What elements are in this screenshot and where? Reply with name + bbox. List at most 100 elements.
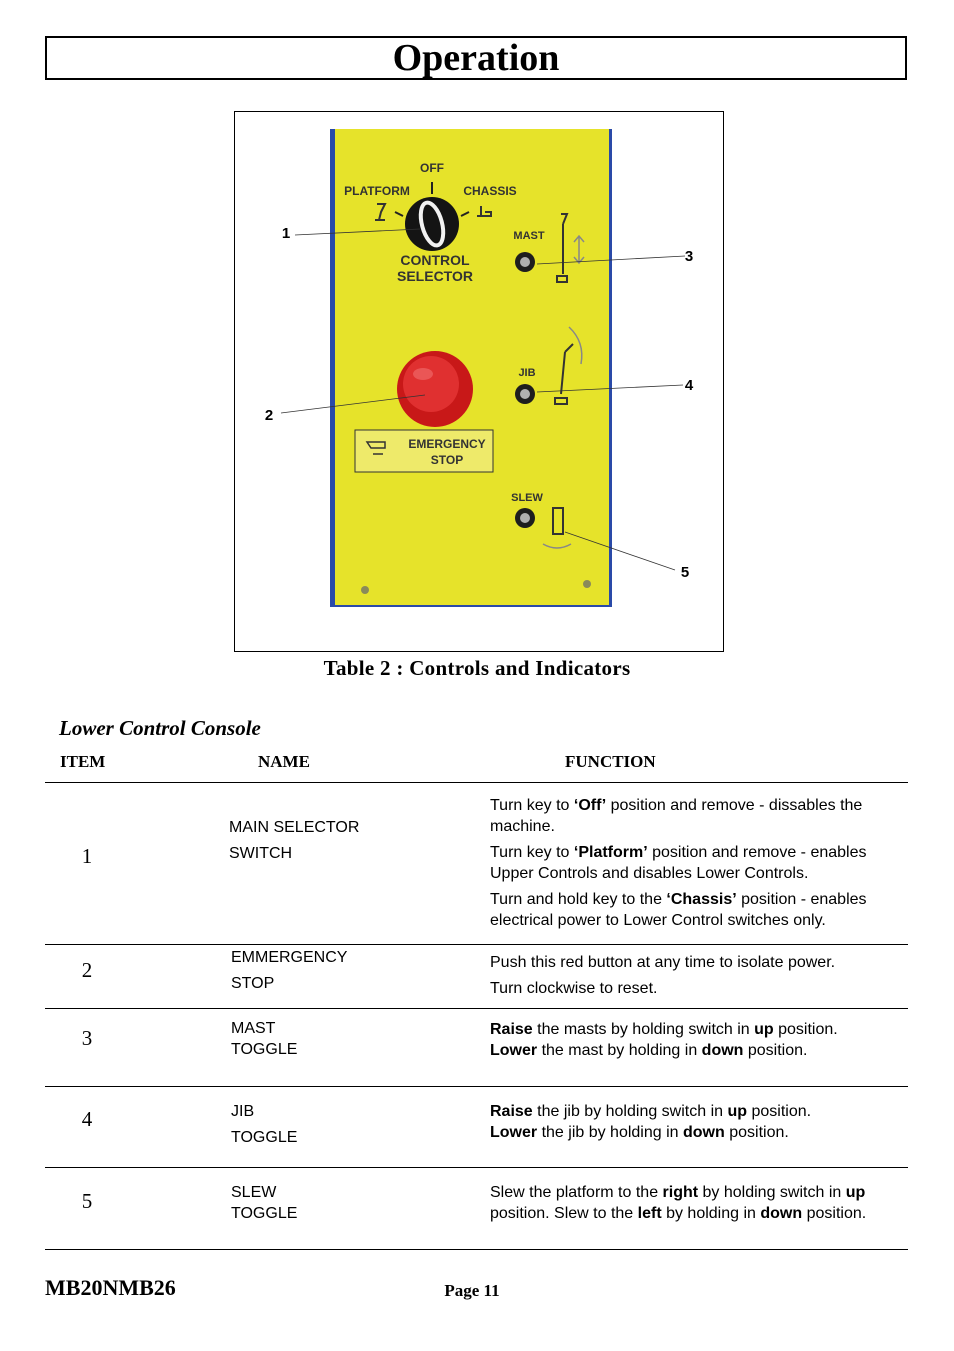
function-text: the masts by holding switch in — [532, 1021, 755, 1038]
item-name-line: JIB — [231, 1103, 255, 1120]
function-text: position. — [802, 1205, 867, 1222]
rotate-arrow-icon — [542, 543, 572, 549]
table-divider — [45, 1008, 908, 1009]
item-number: 5 — [81, 1189, 93, 1213]
jib-label: JIB — [518, 367, 535, 379]
table-divider — [45, 1167, 908, 1168]
slew-indicator-icon — [552, 507, 564, 535]
chassis-icon — [477, 206, 492, 217]
footer-page-number: Page 11 — [444, 1281, 500, 1300]
column-header-function: FUNCTION — [565, 752, 656, 771]
function-paragraph: Turn and hold key to the ‘Chassis’ posit… — [490, 889, 910, 931]
function-text: position and remove - enables Upper Cont… — [490, 844, 867, 882]
callout-line-1 — [294, 228, 421, 236]
item-function: Raise the jib by holding switch in up po… — [490, 1101, 850, 1148]
table-divider — [45, 944, 908, 945]
item-name-line: EMMERGENCY — [231, 949, 348, 966]
function-bold-text: down — [701, 1042, 744, 1059]
slew-toggle-switch — [515, 508, 535, 528]
item-name-line: TOGGLE — [231, 1041, 298, 1058]
function-text: by holding in — [661, 1205, 761, 1222]
updown-arrow-icon — [573, 234, 585, 265]
control-panel-figure: OFF PLATFORM CHASSIS CONTROL SELECTOR MA… — [234, 111, 724, 652]
emergency-stop-plate — [354, 429, 494, 473]
function-text: the jib by holding switch in — [532, 1103, 728, 1120]
callout-5: 5 — [681, 564, 689, 581]
function-bold-text: Lower — [490, 1124, 538, 1141]
page-title: Operation — [45, 36, 907, 80]
item-function: Slew the platform to the right by holdin… — [490, 1182, 880, 1229]
function-text: position. Slew to the — [490, 1205, 638, 1222]
table-divider — [45, 782, 908, 783]
function-text: position. — [743, 1042, 808, 1059]
function-paragraph: Turn clockwise to reset. — [490, 978, 910, 999]
function-paragraph: Raise the jib by holding switch in up po… — [490, 1101, 850, 1143]
function-paragraph: Raise the masts by holding switch in up … — [490, 1019, 850, 1061]
item-number: 2 — [81, 958, 93, 982]
mast-icon — [556, 213, 569, 283]
function-bold-text: Raise — [490, 1103, 533, 1120]
function-text: the mast by holding in — [537, 1042, 702, 1059]
footer-model: MB20NMB26 — [45, 1275, 176, 1300]
emergency-label: EMERGENCY — [408, 437, 485, 451]
item-name-line: SLEW — [231, 1184, 277, 1201]
function-bold-text: down — [683, 1124, 725, 1141]
function-bold-text: ‘Platform’ — [573, 844, 648, 861]
table-caption: Table 2 : Controls and Indicators — [323, 656, 631, 680]
item-name-line: MAIN SELECTOR — [229, 819, 360, 836]
key-selector-switch — [394, 182, 470, 251]
function-text: position. — [747, 1103, 812, 1120]
screw-icon — [583, 580, 591, 588]
function-text: Turn key to — [490, 844, 574, 861]
function-text: Turn key to — [490, 797, 574, 814]
stop-label: STOP — [431, 453, 463, 467]
item-name-line: SWITCH — [229, 845, 293, 862]
function-text: the jib by holding in — [537, 1124, 683, 1141]
function-paragraph: Turn key to ‘Off’ position and remove - … — [490, 795, 910, 837]
item-name-line: TOGGLE — [231, 1129, 298, 1146]
item-name-line: STOP — [231, 975, 275, 992]
function-text: Turn and hold key to the — [490, 891, 667, 908]
function-text: position. — [724, 1124, 789, 1141]
selector-label: SELECTOR — [397, 268, 473, 284]
item-function: Turn key to ‘Off’ position and remove - … — [490, 795, 910, 936]
function-bold-text: down — [760, 1205, 803, 1222]
function-text: position. — [773, 1021, 838, 1038]
item-function: Raise the masts by holding switch in up … — [490, 1019, 850, 1066]
item-name: JIB TOGGLE — [231, 1099, 297, 1151]
callout-line-2 — [280, 394, 426, 414]
function-bold-text: up — [845, 1184, 866, 1201]
callout-line-4 — [536, 384, 684, 393]
control-label: CONTROL — [400, 252, 470, 268]
jib-toggle-switch — [515, 384, 535, 404]
function-bold-text: Raise — [490, 1021, 533, 1038]
item-name-line: MAST — [231, 1020, 276, 1037]
item-name-line: TOGGLE — [231, 1205, 298, 1222]
control-panel-illustration: OFF PLATFORM CHASSIS CONTROL SELECTOR MA… — [265, 129, 694, 607]
function-bold-text: ‘Chassis’ — [666, 891, 737, 908]
table-divider — [45, 1249, 908, 1250]
function-text: by holding switch in — [698, 1184, 846, 1201]
column-header-item: ITEM — [60, 752, 106, 771]
screw-icon — [361, 586, 369, 594]
function-text: position - enables electrical power to L… — [490, 891, 867, 929]
callout-line-5 — [564, 531, 676, 571]
emergency-stop-button — [397, 351, 473, 427]
mast-toggle-switch — [515, 252, 535, 272]
curved-arrow-icon — [568, 326, 583, 365]
slew-label: SLEW — [511, 492, 543, 504]
item-name: MAIN SELECTOR SWITCH — [229, 815, 359, 867]
function-bold-text: left — [637, 1205, 662, 1222]
platform-label: PLATFORM — [344, 184, 410, 198]
callout-line-3 — [536, 255, 686, 265]
chassis-label: CHASSIS — [463, 184, 516, 198]
function-bold-text: up — [754, 1021, 774, 1038]
callout-2: 2 — [265, 407, 273, 424]
item-number: 1 — [81, 844, 93, 868]
callout-4: 4 — [685, 377, 694, 394]
function-text: Turn clockwise to reset. — [490, 980, 658, 997]
function-bold-text: Lower — [490, 1042, 538, 1059]
item-function: Push this red button at any time to isol… — [490, 952, 910, 1004]
function-text: position and remove - dissables the mach… — [490, 797, 863, 835]
function-bold-text: ‘Off’ — [573, 797, 607, 814]
